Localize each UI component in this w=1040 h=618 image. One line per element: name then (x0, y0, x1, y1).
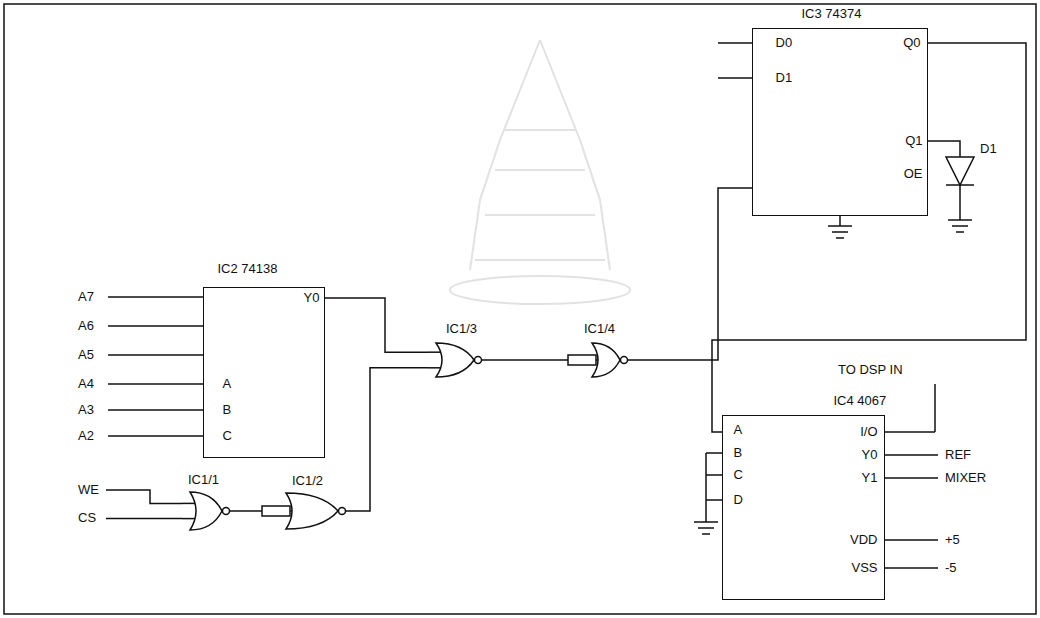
inversion-bubble (475, 357, 482, 364)
signal-name: -5 (945, 560, 957, 576)
diode-symbol: D1 (946, 145, 974, 207)
pin-name: D (734, 492, 743, 508)
signal-name: A6 (78, 318, 94, 334)
pin-name: C (223, 428, 232, 444)
frame (4, 4, 1036, 614)
signal-name: A3 (78, 402, 94, 418)
gate-symbol (182, 492, 230, 530)
gate-body (436, 343, 474, 377)
ic-chip: IC4 4067AI/OBY0CY1DVDDVSS (722, 415, 885, 600)
pin-name: Y0 (862, 447, 878, 463)
ic-chip: IC3 74374D0Q0D1Q1OE (752, 28, 928, 216)
pin-name: VDD (850, 532, 877, 548)
nor-gate: IC1/2 (262, 493, 346, 529)
signal-name: A5 (78, 347, 94, 363)
gate-body (592, 343, 620, 377)
inversion-bubble (223, 508, 230, 515)
inversion-bubble (621, 357, 628, 364)
signal-name: CS (78, 510, 96, 526)
part-label: IC3 74374 (802, 6, 862, 22)
pin-name: VSS (851, 560, 877, 576)
wire-connector (230, 511, 262, 512)
pin-name: B (734, 445, 743, 461)
pin-name: C (734, 467, 743, 483)
part-label: IC1/1 (188, 472, 219, 488)
part-label: IC1/2 (292, 473, 323, 489)
gate-symbol (568, 343, 628, 377)
pin-name: Q1 (905, 133, 922, 149)
gate-input-block (262, 506, 290, 516)
signal-name: A4 (78, 376, 94, 392)
nor-gate: IC1/3 (428, 343, 482, 377)
seal-watermark (450, 40, 630, 304)
pin-name: Q0 (903, 35, 920, 51)
signal-name: +5 (945, 532, 960, 548)
pin-name: A (734, 422, 743, 438)
wire-connector (928, 141, 960, 145)
part-label: IC4 4067 (834, 393, 887, 409)
gate-body (190, 492, 222, 530)
pin-name: Y0 (304, 290, 320, 306)
pin-name: D1 (776, 70, 793, 86)
part-label: D1 (980, 141, 997, 157)
wire-connector (325, 298, 428, 352)
pin-name: Y1 (862, 470, 878, 486)
signal-name: WE (78, 482, 99, 498)
part-label: IC1/4 (584, 321, 615, 337)
signal-name: A7 (78, 289, 94, 305)
ic-chip: IC2 74138Y0ABC (203, 287, 325, 458)
wire-connector (346, 368, 428, 511)
signal-name: REF (945, 447, 971, 463)
nor-gate: IC1/4 (568, 343, 628, 377)
pin-name: I/O (860, 424, 877, 440)
part-label: IC1/3 (446, 321, 477, 337)
signal-name: MIXER (945, 470, 986, 486)
signal-name: TO DSP IN (838, 362, 903, 378)
nor-gate: IC1/1 (182, 492, 230, 530)
wire-connector (628, 188, 752, 360)
signal-name: A2 (78, 428, 94, 444)
gate-symbol (262, 493, 346, 529)
pin-name: A (223, 376, 232, 392)
gate-body (286, 493, 338, 529)
pin-name: B (223, 402, 232, 418)
gate-input-block (568, 355, 596, 365)
pin-name: D0 (776, 35, 793, 51)
diode-graphic (946, 145, 974, 207)
pin-name: OE (904, 166, 923, 182)
part-label: IC2 74138 (218, 261, 278, 277)
gate-symbol (428, 343, 482, 377)
wire-connector (482, 360, 568, 361)
inversion-bubble (339, 508, 346, 515)
